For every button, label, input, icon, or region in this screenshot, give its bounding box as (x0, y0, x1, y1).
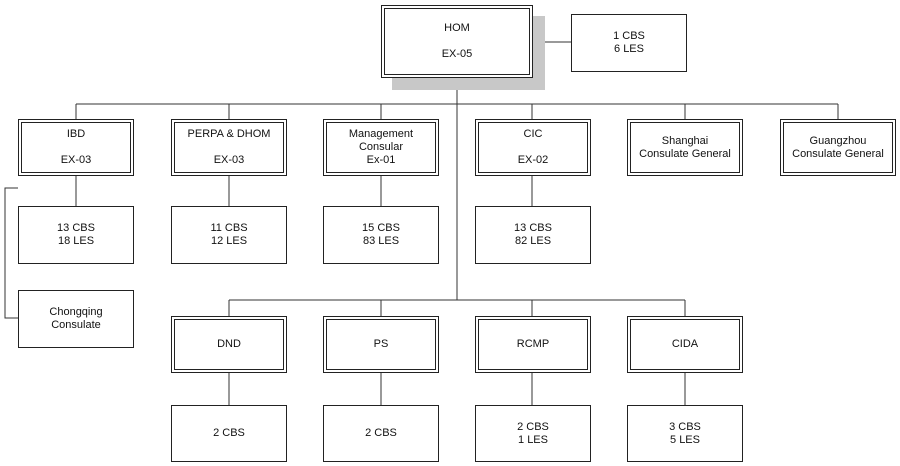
hom-box: HOM EX-05 (381, 5, 533, 78)
cic-staff-les: 82 LES (514, 235, 552, 247)
ps-title: PS (373, 338, 389, 350)
cic-grade: EX-02 (517, 154, 549, 166)
rcmp-staff-cbs: 2 CBS (517, 420, 549, 433)
guangzhou-line2: Consulate General (792, 147, 884, 160)
rcmp-title: RCMP (516, 338, 550, 350)
management-staff-box: 15 CBS 83 LES (323, 206, 439, 264)
management-grade: Ex-01 (366, 154, 396, 166)
chongqing-box: Chongqing Consulate (18, 290, 134, 348)
ibd-staff-les: 18 LES (57, 235, 95, 247)
hom-staff-box: 1 CBS 6 LES (571, 14, 687, 72)
cic-title: CIC (523, 128, 543, 140)
hom-staff-cbs: 1 CBS (613, 30, 645, 42)
guangzhou-line1: Guangzhou (809, 134, 867, 147)
management-staff-cbs: 15 CBS (362, 222, 400, 234)
ibd-staff-cbs: 13 CBS (57, 222, 95, 234)
shanghai-line2: Consulate General (639, 147, 731, 160)
ps-staff-box: 2 CBS (323, 405, 439, 462)
management-box: Management Consular Ex-01 (323, 119, 439, 176)
management-line1: Management (348, 128, 414, 140)
dnd-box: DND (171, 316, 287, 373)
chongqing-line1: Chongqing (49, 306, 103, 318)
shanghai-box: Shanghai Consulate General (627, 119, 743, 176)
hom-title: HOM (444, 22, 470, 34)
ps-box: PS (323, 316, 439, 373)
rcmp-box: RCMP (475, 316, 591, 373)
ps-staff-cbs: 2 CBS (365, 427, 397, 439)
perpa-title: PERPA & DHOM (187, 128, 271, 140)
ibd-staff-box: 13 CBS 18 LES (18, 206, 134, 264)
management-line2: Consular (358, 141, 404, 153)
connector-ibd-chongqing (4, 187, 18, 319)
ibd-box: IBD EX-03 (18, 119, 134, 176)
ibd-title: IBD (66, 128, 86, 140)
rcmp-staff-les: 1 LES (518, 433, 548, 446)
shanghai-line1: Shanghai (661, 134, 709, 147)
dnd-title: DND (217, 338, 241, 350)
cic-staff-box: 13 CBS 82 LES (475, 206, 591, 264)
rcmp-staff-box: 2 CBS 1 LES (475, 405, 591, 462)
cida-title: CIDA (671, 338, 699, 350)
hom-grade: EX-05 (441, 48, 473, 60)
perpa-box: PERPA & DHOM EX-03 (171, 119, 287, 176)
guangzhou-box: Guangzhou Consulate General (780, 119, 896, 176)
cida-staff-cbs: 3 CBS (669, 420, 701, 433)
perpa-staff-box: 11 CBS 12 LES (171, 206, 287, 264)
dnd-staff-box: 2 CBS (171, 405, 287, 462)
perpa-staff-cbs: 11 CBS (210, 222, 248, 234)
cida-staff-les: 5 LES (670, 433, 700, 446)
perpa-staff-les: 12 LES (210, 235, 248, 247)
hom-staff-les: 6 LES (614, 43, 644, 55)
cida-staff-box: 3 CBS 5 LES (627, 405, 743, 462)
dnd-staff-cbs: 2 CBS (213, 427, 245, 439)
management-staff-les: 83 LES (362, 235, 400, 247)
cic-box: CIC EX-02 (475, 119, 591, 176)
chongqing-line2: Consulate (51, 319, 101, 331)
cida-box: CIDA (627, 316, 743, 373)
perpa-grade: EX-03 (213, 154, 245, 166)
ibd-grade: EX-03 (60, 154, 92, 166)
cic-staff-cbs: 13 CBS (514, 222, 552, 234)
